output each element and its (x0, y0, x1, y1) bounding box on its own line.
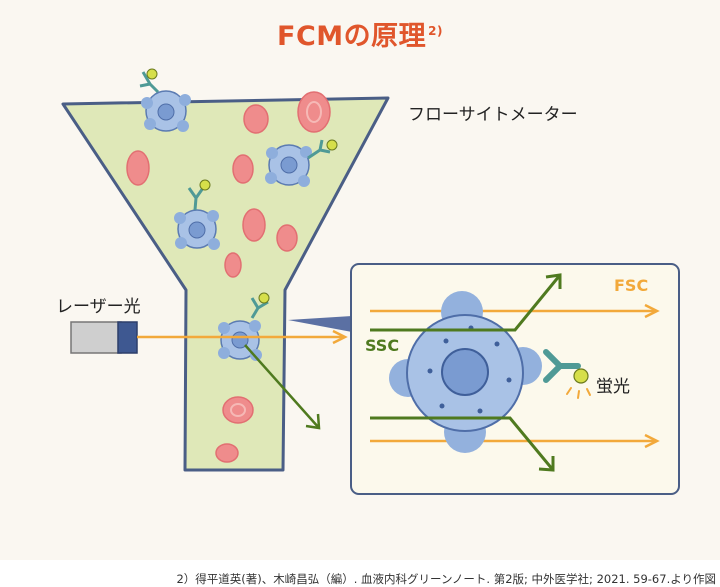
ssc-label: SSC (365, 336, 399, 355)
citation-text: 2）得平道英(著)、木崎昌弘（編）. 血液内科グリーンノート. 第2版; 中外医… (176, 572, 716, 586)
scatter-arrowhead (305, 413, 321, 430)
scatter-beam (244, 344, 320, 429)
citation-footer: 2）得平道英(著)、木崎昌弘（編）. 血液内科グリーンノート. 第2版; 中外医… (0, 560, 720, 587)
callout-pointer (288, 316, 352, 332)
laser-source (70, 321, 138, 354)
white-cell-2 (265, 139, 338, 187)
title-text: FCMの原理 (277, 21, 427, 52)
red-blood-cells (126, 91, 331, 463)
fsc-arrows (370, 303, 660, 449)
enlarged-cell (389, 291, 542, 453)
flow-cytometer-label: フローサイトメーター (408, 105, 578, 125)
white-cell-3 (174, 179, 220, 250)
fluorescence-label: 蛍光 (596, 377, 630, 397)
laser-label: レーザー光 (56, 297, 141, 317)
laser-arrowhead (332, 329, 348, 345)
flow-cell-funnel (61, 96, 390, 472)
title-reference: 2) (428, 24, 443, 38)
antibody-icon (543, 349, 589, 384)
fluorescence-glow-icon (566, 387, 591, 399)
ssc-arrows (370, 273, 562, 472)
fcm-diagram: FSC SSC 蛍光 (61, 68, 680, 495)
white-cell-1 (139, 68, 191, 132)
fsc-label: FSC (614, 276, 648, 295)
